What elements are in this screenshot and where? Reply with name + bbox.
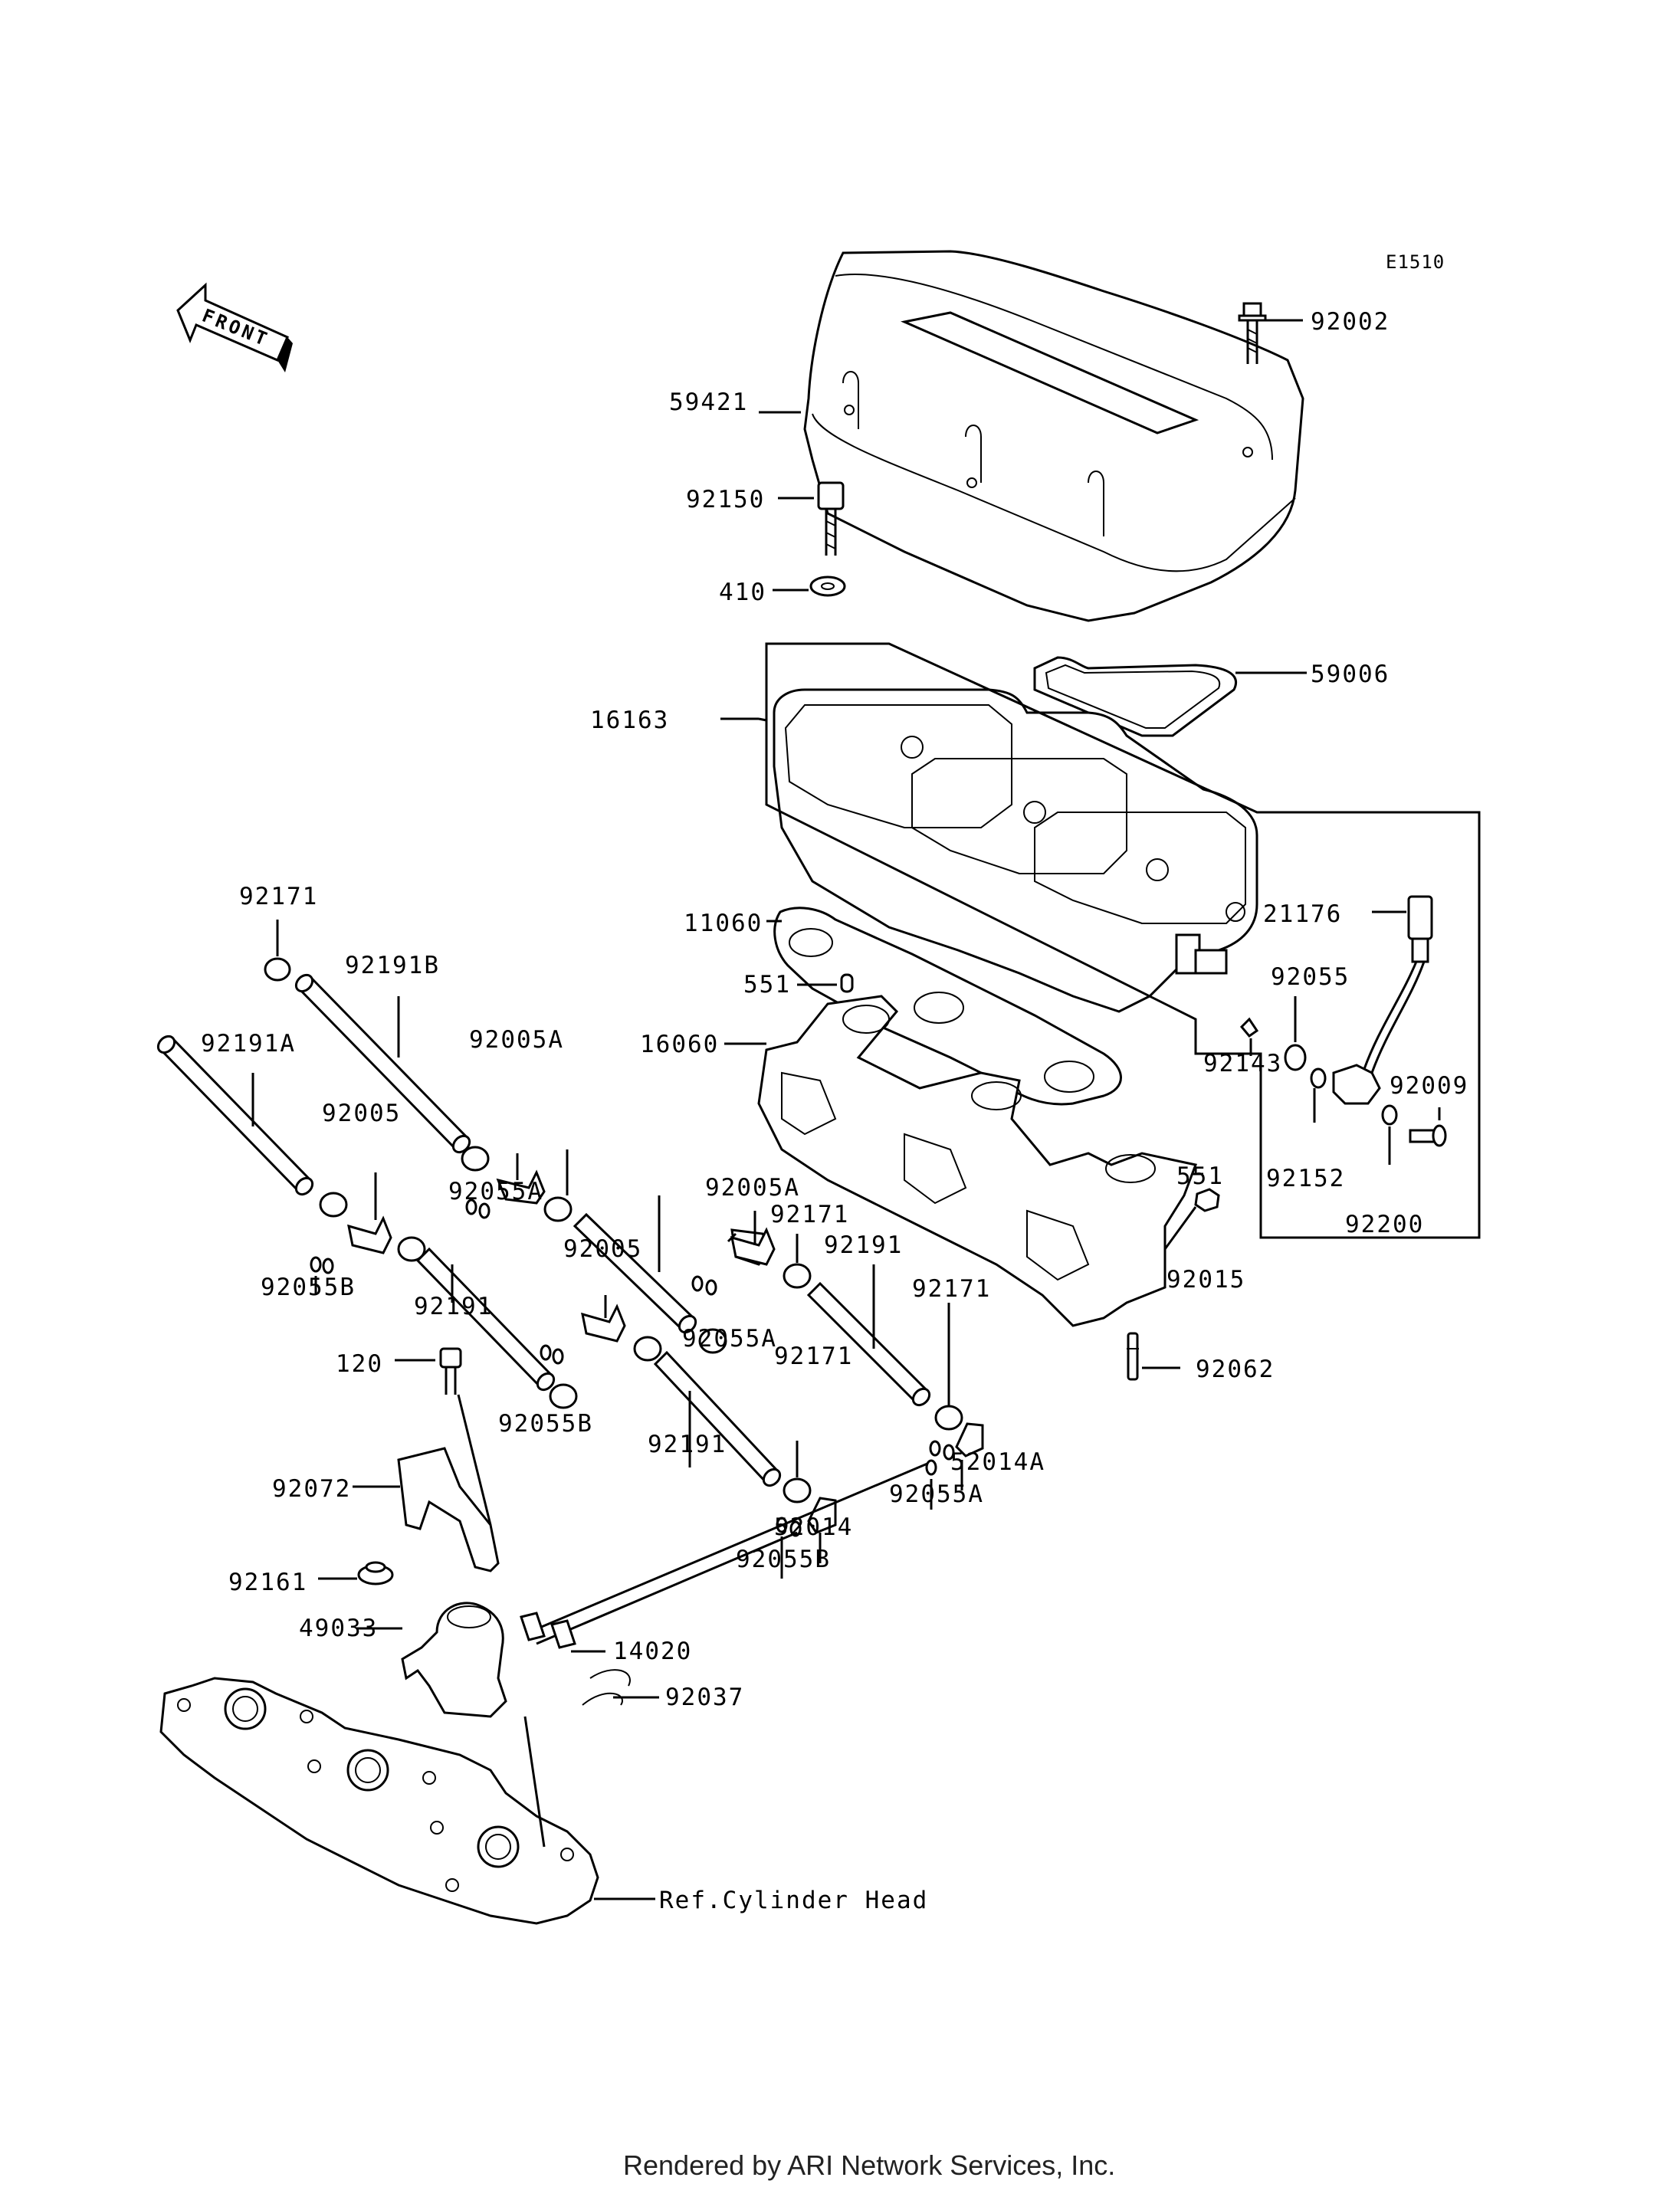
label-92055b-b: 92055B — [498, 1410, 593, 1438]
bracket-92072 — [397, 1447, 500, 1572]
label-92072: 92072 — [272, 1475, 351, 1503]
washer-92200 — [1381, 1104, 1398, 1126]
clamp-92171-c — [783, 1263, 812, 1289]
footer-credit: Rendered by ARI Network Services, Inc. — [623, 2149, 1115, 2181]
label-92015: 92015 — [1166, 1266, 1245, 1294]
valve-49033 — [401, 1602, 507, 1718]
hose-92191a — [156, 1035, 314, 1196]
label-49033: 49033 — [299, 1615, 378, 1642]
label-52014: 52014 — [774, 1513, 853, 1541]
tee-92005-b — [581, 1303, 626, 1343]
clip-92037 — [582, 1669, 631, 1706]
label-92171-d: 92171 — [912, 1275, 991, 1303]
label-92055b-c: 92055B — [736, 1546, 831, 1573]
label-551-a: 551 — [743, 971, 791, 998]
label-92005-b: 92005 — [563, 1235, 642, 1263]
screw-92009 — [1409, 1124, 1447, 1147]
label-92055a-c: 92055A — [889, 1481, 984, 1508]
label-92055a-a: 92055A — [448, 1178, 543, 1205]
label-92150: 92150 — [686, 486, 765, 513]
cylinder-head — [159, 1677, 599, 1925]
clamp-92171-e — [783, 1477, 812, 1503]
label-92171-a: 92171 — [239, 883, 318, 910]
bolt-120 — [439, 1347, 462, 1395]
label-52014a: 52014A — [950, 1448, 1045, 1476]
diagram-code: E1510 — [1386, 251, 1445, 273]
hose-92191-c — [806, 1281, 931, 1407]
clamp-92171-d — [934, 1405, 963, 1431]
bolt-92150 — [817, 481, 845, 556]
label-92037: 92037 — [665, 1684, 744, 1711]
label-92171-c: 92171 — [770, 1201, 849, 1228]
nut-92015 — [1194, 1188, 1220, 1212]
airbox-cover — [803, 250, 1304, 622]
tee-92005a-a — [496, 1169, 546, 1205]
label-59006: 59006 — [1311, 661, 1390, 688]
label-92055: 92055 — [1271, 963, 1350, 991]
label-551-b: 551 — [1176, 1162, 1224, 1190]
front-arrow-icon: FRONT — [176, 282, 293, 372]
elbow-52014a — [955, 1422, 984, 1458]
label-92062: 92062 — [1196, 1356, 1275, 1383]
label-92171-e: 92171 — [774, 1343, 853, 1370]
label-92191b: 92191B — [345, 952, 440, 979]
bolt-92002 — [1238, 302, 1267, 364]
label-92191a: 92191A — [201, 1030, 296, 1058]
label-92191-d: 92191 — [648, 1431, 727, 1458]
gasket-11060 — [773, 907, 1122, 1106]
label-92002: 92002 — [1311, 308, 1390, 336]
label-92005a-a: 92005A — [469, 1026, 564, 1054]
label-59421: 59421 — [669, 389, 748, 416]
stud-92062 — [1127, 1332, 1139, 1381]
hose-92191-d — [653, 1350, 782, 1487]
label-120: 120 — [336, 1350, 383, 1378]
label-92191-b: 92191 — [414, 1293, 493, 1320]
label-92161: 92161 — [228, 1569, 307, 1596]
label-11060: 11060 — [684, 910, 763, 937]
tee-92005-a — [347, 1215, 392, 1254]
dowel-551-a — [840, 973, 854, 993]
label-21176: 21176 — [1263, 900, 1342, 928]
label-92200: 92200 — [1345, 1211, 1424, 1238]
label-16060: 16060 — [640, 1031, 719, 1058]
elbow-52014 — [807, 1497, 837, 1534]
label-410: 410 — [719, 579, 766, 606]
label-ref-cylinder-head: Ref.Cylinder Head — [659, 1887, 928, 1914]
label-92009: 92009 — [1390, 1072, 1468, 1100]
label-92152: 92152 — [1266, 1165, 1345, 1192]
label-16163: 16163 — [590, 707, 669, 734]
label-92055b-a: 92055B — [261, 1274, 356, 1301]
hose-92191b — [294, 973, 471, 1154]
hose-92191-b — [415, 1247, 556, 1392]
throttle-body-16163 — [773, 688, 1258, 1013]
intake-manifold-16060 — [757, 995, 1198, 1327]
washer-410 — [809, 575, 846, 597]
front-arrow-label: FRONT — [199, 305, 273, 352]
label-92055a-b: 92055A — [682, 1325, 777, 1353]
hose-92191-a — [573, 1212, 697, 1334]
washer-92152 — [1310, 1067, 1327, 1089]
clamp-92171-b — [543, 1196, 573, 1222]
label-92191-c: 92191 — [824, 1231, 903, 1259]
label-14020: 14020 — [613, 1638, 692, 1665]
label-92005-a: 92005 — [322, 1100, 401, 1127]
grommet-92161 — [357, 1561, 394, 1585]
clamp-row1b — [319, 1192, 348, 1218]
clamp-row1a — [461, 1146, 490, 1172]
clip-92143 — [1239, 1017, 1259, 1038]
label-92143: 92143 — [1203, 1050, 1282, 1077]
clamp-92171-a — [264, 957, 291, 982]
sensor-21176 — [1332, 895, 1433, 1105]
clamp-14020 — [520, 1612, 576, 1649]
gasket-59006 — [1033, 656, 1237, 737]
tee-92005a-b — [727, 1227, 776, 1266]
o-ring-92055 — [1284, 1044, 1307, 1071]
label-92005a-b: 92005A — [705, 1174, 800, 1202]
